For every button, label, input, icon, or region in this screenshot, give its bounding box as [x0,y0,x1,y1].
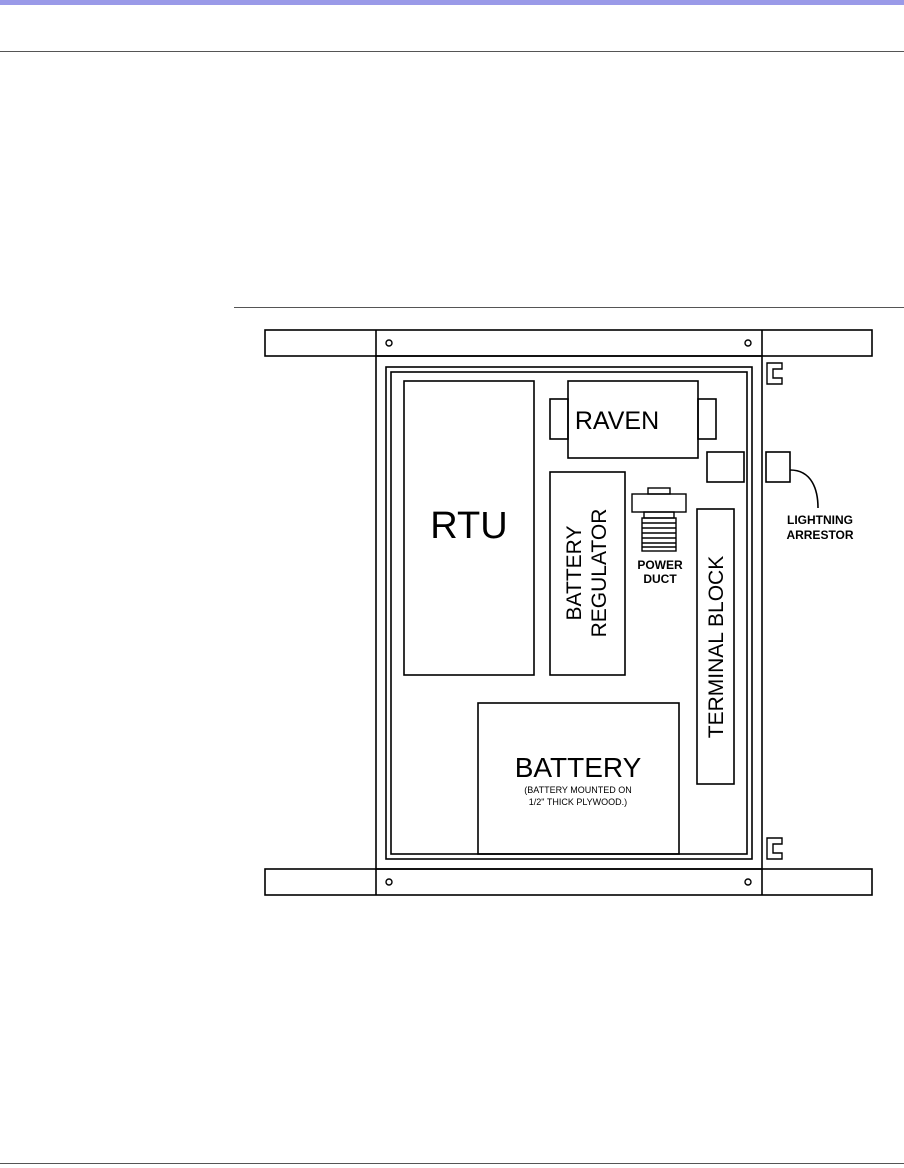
mount-hole-top-left [385,339,393,347]
enclosure-outer [375,355,763,870]
header-accent-bar [0,0,904,5]
mount-hole-bottom-left [385,878,393,886]
mount-hole-bottom-right [744,878,752,886]
battery-regulator-label-line1: BATTERY [563,526,586,621]
header-rule [0,51,904,52]
bottom-mounting-rail [264,868,873,896]
latch-bottom [766,837,783,860]
latch-top [766,362,783,385]
power-duct-fitting [631,487,687,552]
power-duct-label-line1: POWER [637,558,683,572]
battery-note-line1: (BATTERY MOUNTED ON [524,785,632,795]
power-duct-label-line2: DUCT [643,572,677,586]
lightning-arrestor-label-line2: ARRESTOR [786,528,853,542]
arrestor-inner-block [706,451,745,483]
battery-regulator-label-line2: REGULATOR [588,509,611,638]
mount-hole-top-right [744,339,752,347]
footer-rule [0,1163,904,1164]
raven-left-tab [549,398,569,440]
raven-right-tab [697,398,717,440]
rtu-box [403,380,535,676]
terminal-block-label: TERMINAL BLOCK [705,556,728,738]
top-mounting-rail [264,329,873,357]
raven-label: RAVEN [575,407,659,435]
terminal-block-box [696,508,735,785]
battery-regulator-box [549,471,626,676]
arrestor-leader [789,469,819,509]
rtu-label: RTU [430,505,507,547]
battery-label: BATTERY [515,752,642,783]
enclosure-backplate-outer [385,366,753,860]
battery-box [477,702,680,855]
battery-note-line2: 1/2" THICK PLYWOOD.) [529,797,627,807]
lightning-arrestor-label-line1: LIGHTNING [787,513,853,527]
figure-top-rule [234,307,904,308]
arrestor-outer-block [765,451,791,483]
